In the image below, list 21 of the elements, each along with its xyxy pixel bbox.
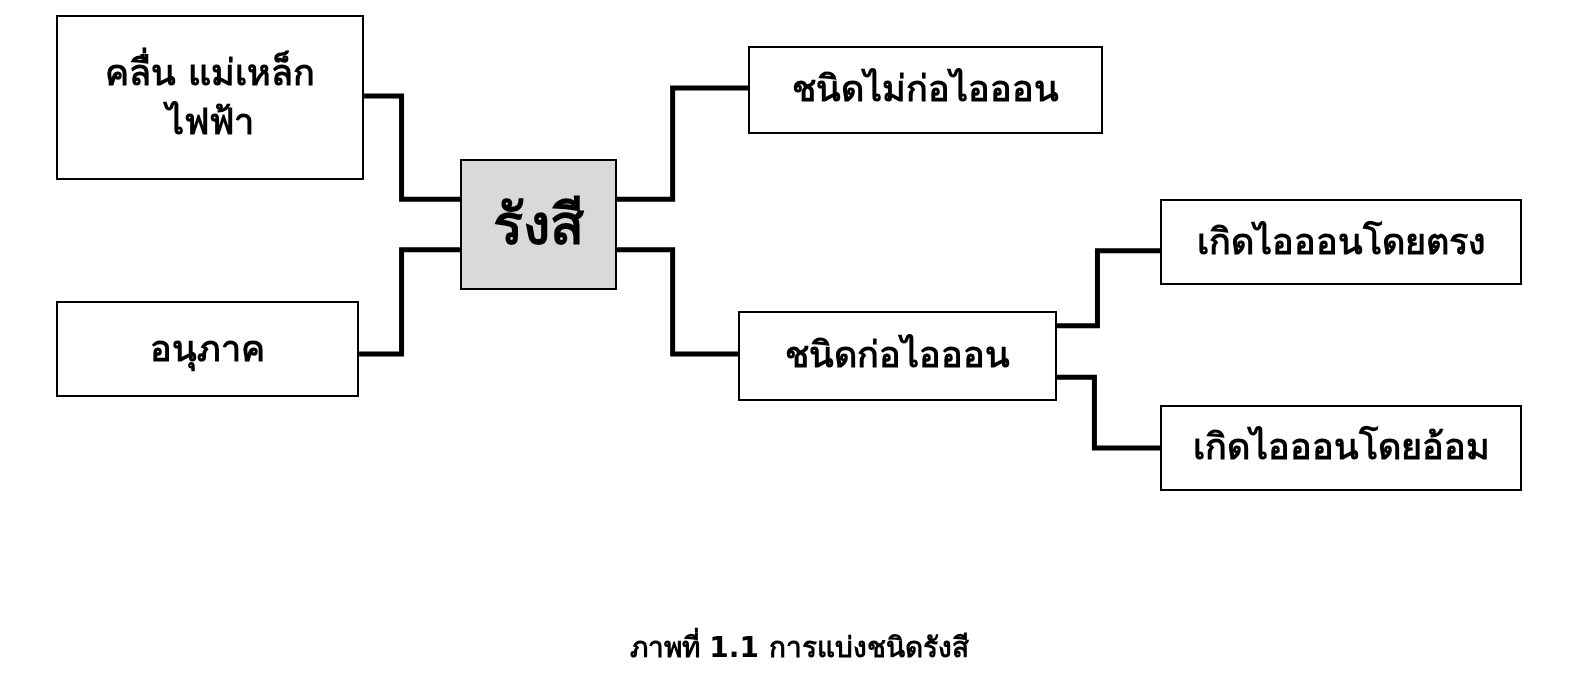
connector-line	[1057, 248, 1161, 329]
box-label: ชนิดไม่ก่อไอออน	[792, 67, 1059, 112]
connector-line	[617, 85, 749, 202]
center-box	[460, 158, 617, 291]
connector-line	[359, 247, 461, 357]
box-label: อนุภาค	[149, 327, 265, 374]
connector-line	[617, 247, 739, 357]
box-label: เกิดไอออนโดยอ้อม	[1192, 424, 1490, 470]
category-box	[1160, 199, 1523, 286]
box-label: ชนิดก่อไอออน	[785, 333, 1011, 378]
connector-line	[1057, 374, 1161, 451]
figure-caption: ภาพที่ 1.1 การแบ่งชนิดรังสี	[629, 625, 969, 670]
category-box	[738, 310, 1057, 401]
category-box	[55, 301, 360, 398]
box-label: รังสี	[493, 190, 585, 259]
category-box	[55, 15, 365, 181]
category-box	[748, 45, 1103, 134]
connector-line	[364, 93, 461, 202]
box-label: คลื่น แม่เหล็กไฟฟ้า	[87, 49, 333, 147]
box-label: เกิดไอออนโดยตรง	[1196, 219, 1486, 264]
category-box	[1160, 404, 1523, 491]
